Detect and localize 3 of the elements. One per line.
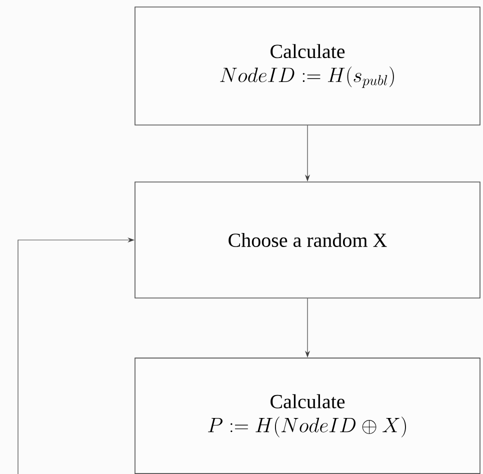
process-box: Choose a random X: [134, 182, 480, 298]
process-box: Calculate $NodeID := H(s_{publ})$: [134, 6, 480, 126]
process-box: Calculate $P := H(NodeID \oplus X)$: [134, 358, 480, 474]
